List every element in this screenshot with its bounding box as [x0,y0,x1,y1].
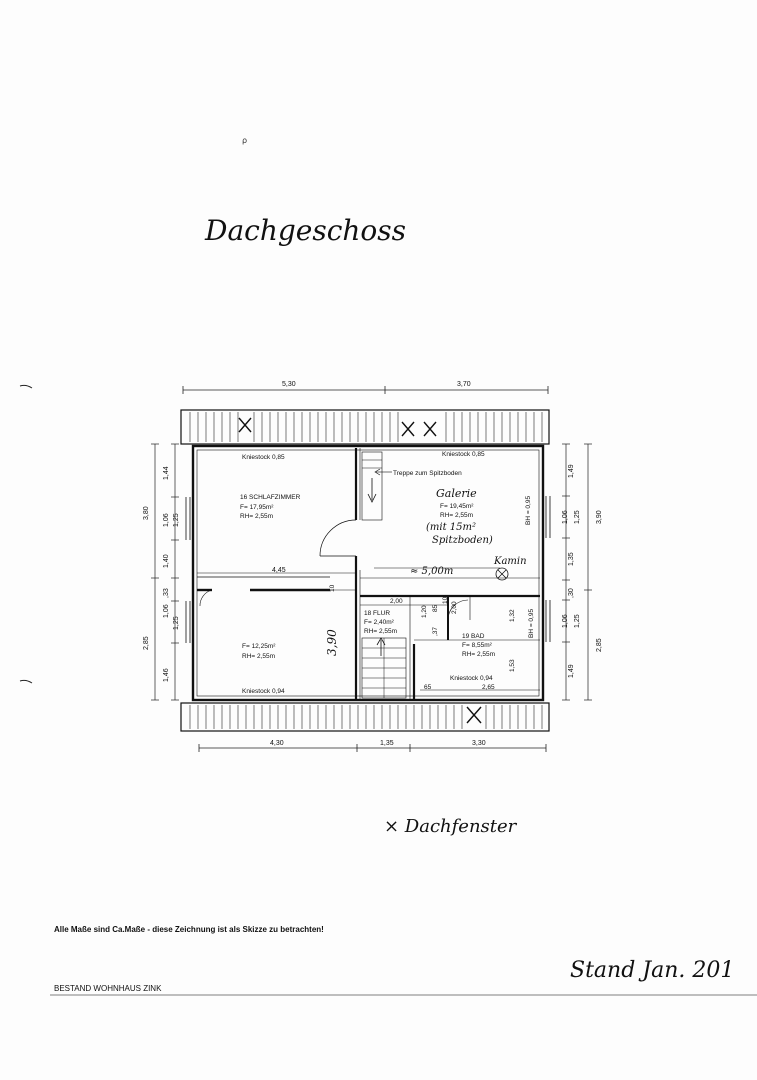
room-area-bad: F= 8,55m² [462,642,493,649]
dim-left-inner-1: 1,44 [163,466,170,480]
dim-inner-120: 1,20 [421,605,428,618]
roof-band-bottom [180,702,550,732]
dim-top-1: 5,30 [282,381,296,388]
dim-inner-37: ,37 [432,627,439,636]
kamin-label: Kamin [493,556,527,567]
right-dimensions [562,443,592,701]
dim-inner-10: 10 [329,584,336,592]
dim-inner-265: 2,65 [482,684,495,691]
plan-title: Dachgeschoss [204,214,406,247]
dim-left-inner-6: ,33 [163,588,170,598]
side-window-marks [185,496,551,643]
dim-inner-500: ≈ 5,00m [410,566,453,577]
dim-inner-445: 4,45 [272,567,286,574]
dim-left-inner-4: 1,40 [163,554,170,568]
room-area-kind: F= 12,25m² [242,643,276,650]
kniestock-label: Kniestock 0,85 [442,451,485,458]
bh-label-bad: BH = 0,95 [528,609,535,638]
dim-right-inner-6: 1,06 [562,614,569,628]
room-height-flur: RH= 2,55m [364,628,397,635]
stair-label: Treppe zum Spitzboden [393,470,462,477]
kniestock-label: Kniestock 0,94 [450,675,493,682]
room-height-bad: RH= 2,55m [462,651,495,658]
dim-right-inner-2: 1,06 [562,510,569,524]
dim-bottom-3: 3,30 [472,740,486,747]
stray-mark: ρ [242,136,247,145]
disclaimer-text: Alle Maße sind Ca.Maße - diese Zeichnung… [54,925,324,934]
room-height-kind: RH= 2,55m [242,653,275,660]
dim-inner-65: 65 [424,684,432,691]
roof-window-icon [466,706,482,724]
dim-inner-30: 10 [442,596,449,604]
dim-right-inner-1: 1,49 [568,464,575,478]
dim-inner-153: 1,53 [509,659,516,672]
kniestock-label: Kniestock 0,85 [242,454,285,461]
room-name-flur: 18 FLUR [364,610,390,617]
room-height-galerie: RH= 2,55m [440,512,473,519]
room-height-schlafzimmer: RH= 2,55m [240,513,273,520]
dim-right-inner-4: 1,35 [568,552,575,566]
room-area-galerie: F= 19,45m² [440,503,474,510]
dim-right-outer-2: 2,85 [596,638,603,652]
dim-left-outer-2: 2,85 [143,636,150,650]
stand-date: Stand Jan. 201 [570,958,735,983]
owner-text: BESTAND WOHNHAUS ZINK [54,984,162,993]
galerie-note-2: Spitzboden) [432,535,493,546]
dim-right-inner-3: 1,25 [574,510,581,524]
dim-inner-390: 3,90 [325,629,339,656]
dim-right-inner-8: 1,49 [568,664,575,678]
dim-left-inner-3: 1,25 [173,513,180,527]
dim-right-inner-7: 1,25 [574,614,581,628]
bottom-dimension [198,744,547,752]
room-name-galerie: Galerie [436,487,477,500]
room-name-schlafzimmer: 16 SCHLAFZIMMER [240,494,301,501]
punch-mark [19,679,33,684]
dim-top-2: 3,70 [457,381,471,388]
punch-mark [19,384,33,389]
kniestock-label: Kniestock 0,94 [242,688,285,695]
dim-left-inner-2: 1,06 [163,513,170,527]
dim-inner-132: 1,32 [509,609,516,622]
room-name-bad: 19 BAD [462,633,485,640]
dim-inner-85: 85 [432,604,439,612]
dim-left-inner-7: 1,25 [173,616,180,630]
dim-left-inner-5: 1,06 [163,604,170,618]
dim-inner-200: 2,00 [390,598,403,605]
interior-walls [197,448,540,700]
dim-left-inner-8: 1,46 [163,668,170,682]
legend-roof-window: × Dachfenster [384,816,518,837]
dim-right-inner-5: ,30 [568,588,575,598]
dim-bottom-1: 4,30 [270,740,284,747]
galerie-note-1: (mit 15m² [426,522,476,533]
dim-inner-200v: 2,00 [451,601,458,614]
room-area-flur: F= 2,40m² [364,619,395,626]
dim-left-outer-1: 3,80 [143,506,150,520]
top-dimension [182,386,549,394]
room-area-schlafzimmer: F= 17,95m² [240,504,274,511]
dim-right-outer-1: 3,90 [596,510,603,524]
roof-band-top [180,409,550,445]
roof-window-icon [238,417,437,437]
left-dimensions [151,443,179,701]
bh-label-top: BH = 0,95 [525,496,532,525]
dim-bottom-2: 1,35 [380,740,394,747]
